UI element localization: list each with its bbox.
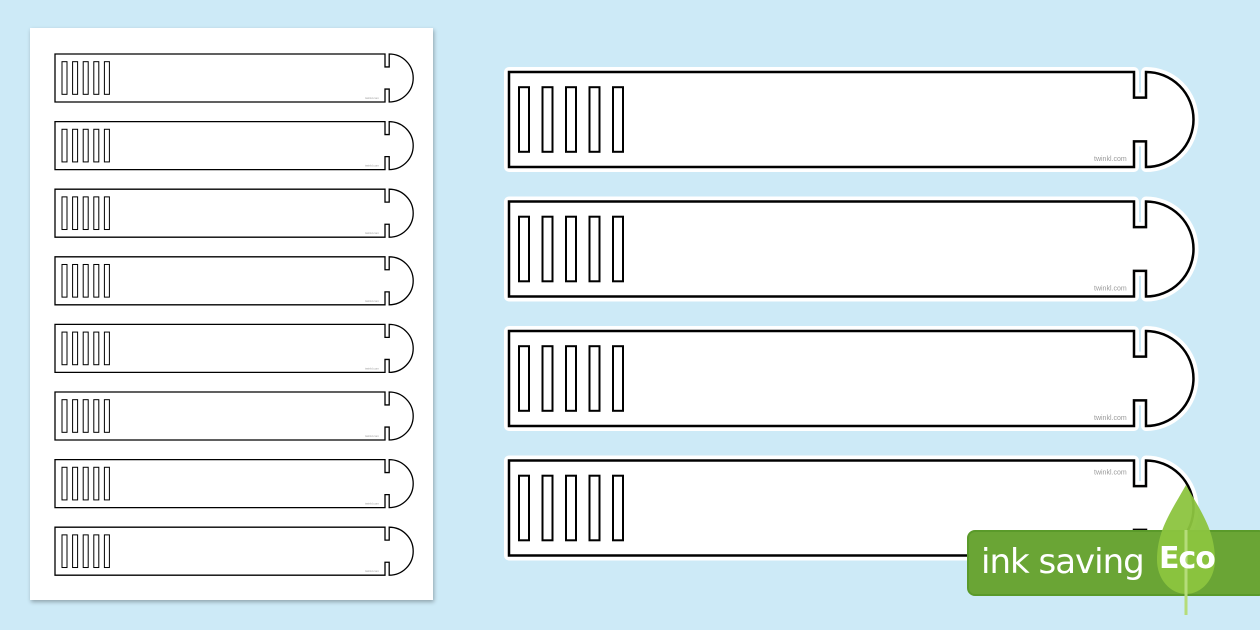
strip (54, 53, 414, 103)
strip-box (103, 466, 110, 501)
strip (54, 391, 414, 441)
strip (54, 526, 414, 576)
strip-box (541, 215, 554, 283)
strip-box (541, 86, 554, 153)
strip-box (103, 331, 110, 366)
strip-box (82, 331, 89, 366)
strip-box (82, 399, 89, 433)
eco-label: Eco (1159, 541, 1216, 576)
strip-box (612, 345, 624, 412)
strip-box (72, 196, 79, 231)
strip-box (61, 128, 68, 163)
watermark: twinkl.com (365, 96, 380, 100)
strip-box (103, 534, 110, 569)
strip-box (612, 215, 624, 283)
strip-box (541, 474, 554, 542)
watermark: twinkl.com (365, 231, 380, 235)
strip (54, 188, 414, 238)
strip-box (93, 331, 100, 366)
strip-box (612, 86, 624, 153)
strip-box (82, 61, 89, 95)
strip-box (61, 263, 68, 298)
strip-box (72, 263, 79, 298)
watermark: twinkl.com (365, 299, 380, 303)
strip-box (82, 263, 89, 298)
watermark: twinkl.com (1094, 470, 1127, 477)
strip-box (93, 61, 100, 95)
strip-box (72, 399, 79, 433)
watermark: twinkl.com (1094, 286, 1127, 293)
strip-box (93, 128, 100, 163)
strip-box (588, 345, 601, 412)
watermark: twinkl.com (1094, 156, 1127, 163)
strip-box (72, 331, 79, 366)
strip (507, 70, 1195, 169)
strip (54, 256, 414, 306)
strip-box (588, 86, 601, 153)
strip (54, 120, 414, 171)
ink-saving-label: ink saving (981, 542, 1145, 582)
ink-saving-badge: ink saving (967, 530, 1260, 596)
strip-box (103, 263, 110, 298)
strip-box (612, 474, 624, 542)
watermark: twinkl.com (365, 164, 380, 168)
strip-box (82, 128, 89, 163)
strip-box (541, 345, 554, 412)
strip-box (565, 474, 577, 542)
strip-box (93, 263, 100, 298)
strip-box (61, 196, 68, 231)
strip-box (565, 86, 577, 153)
strip-box (93, 534, 100, 569)
strip-box (518, 86, 530, 153)
strip (54, 323, 414, 374)
strip (54, 458, 414, 509)
strip-box (103, 61, 110, 95)
strip-box (565, 215, 577, 283)
strip-box (61, 61, 68, 95)
strip-box (72, 61, 79, 95)
strip-box (588, 474, 601, 542)
strip-box (61, 331, 68, 366)
watermark: twinkl.com (365, 366, 380, 370)
strip-box (565, 345, 577, 412)
strip-box (103, 196, 110, 231)
strip-box (82, 466, 89, 501)
strip-box (93, 196, 100, 231)
strip-box (518, 215, 530, 283)
strip-box (518, 474, 530, 542)
strip (507, 329, 1195, 428)
watermark: twinkl.com (365, 502, 380, 506)
strip-box (82, 534, 89, 569)
strip-box (61, 466, 68, 501)
strip-box (103, 399, 110, 433)
strip-box (61, 534, 68, 569)
strip-box (61, 399, 68, 433)
strip-box (72, 534, 79, 569)
watermark: twinkl.com (365, 434, 380, 438)
strip-box (93, 399, 100, 433)
strip-box (103, 128, 110, 163)
strip (507, 200, 1195, 298)
strip-box (72, 466, 79, 501)
strip-box (82, 196, 89, 231)
strip-box (588, 215, 601, 283)
watermark: twinkl.com (1094, 415, 1127, 422)
strip-box (93, 466, 100, 501)
strip-box (518, 345, 530, 412)
strip-box (72, 128, 79, 163)
watermark: twinkl.com (365, 569, 380, 573)
